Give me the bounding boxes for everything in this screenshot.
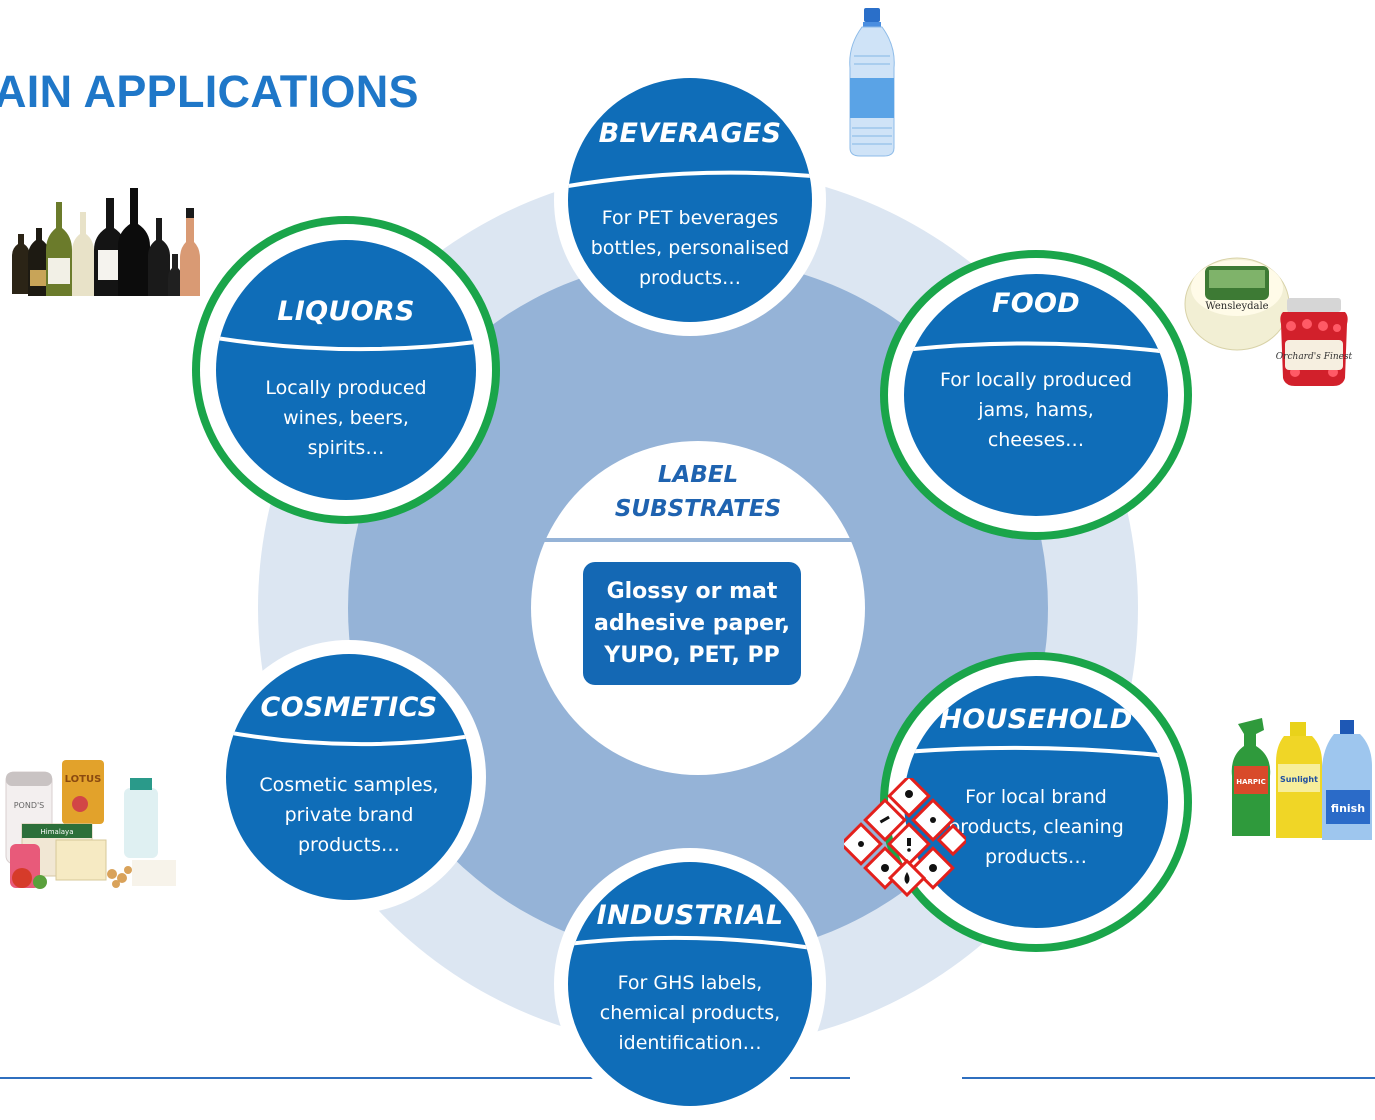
node-liquors: LIQUORS Locally produced wines, beers, spi…: [192, 216, 500, 524]
description-line: jams, hams,: [978, 399, 1094, 421]
node-description: Cosmetic samples, private brand products…: [226, 770, 472, 860]
node-title: INDUSTRIAL: [596, 900, 784, 931]
household-label-sunlight: Sunlight: [1280, 775, 1318, 784]
description-line: products…: [639, 267, 741, 289]
description-line: For PET beverages: [601, 207, 779, 229]
center-title-line: SUBSTRATES: [614, 496, 782, 522]
node-description: For local brand products, cleaning product…: [904, 782, 1168, 872]
node-description: For PET beverages bottles, personalised pr…: [568, 203, 812, 293]
node-disc: FOOD For locally produced jams, hams, chee…: [904, 274, 1168, 516]
divider-right: [962, 1077, 1375, 1079]
wine-bottles-image: [12, 188, 200, 296]
description-line: wines, beers,: [283, 407, 409, 429]
node-title: HOUSEHOLD: [939, 704, 1133, 735]
food-label-orchards-finest: Orchard's Finest: [1276, 352, 1353, 362]
node-beverages: BEVERAGES For PET beverages bottles, pers…: [554, 64, 826, 336]
node-household: HOUSEHOLD For local brand products, clean…: [880, 652, 1192, 952]
description-line: spirits…: [307, 437, 385, 459]
cleaning-products-image: HARPIC Sunlight finish: [1231, 718, 1372, 840]
node-description: For GHS labels, chemical products, identif…: [568, 968, 812, 1058]
substrate-line: Glossy or mat: [606, 578, 778, 604]
node-disc: LIQUORS Locally produced wines, beers, spi…: [216, 240, 476, 500]
cheese-and-jam-image: Wensleydale Orchard's Finest: [1184, 257, 1353, 386]
node-description: For locally produced jams, hams, cheeses…: [904, 365, 1168, 455]
water-bottle-image: [849, 8, 895, 157]
description-line: bottles, personalised: [590, 237, 790, 259]
node-title: LIQUORS: [277, 296, 415, 327]
description-line: private brand: [284, 804, 414, 826]
food-label-wensleydale: Wensleydale: [1205, 301, 1268, 312]
description-line: Cosmetic samples,: [259, 774, 439, 796]
divider-middle: [790, 1077, 850, 1079]
description-line: identification…: [618, 1032, 762, 1054]
node-description: Locally produced wines, beers, spirits…: [216, 373, 476, 463]
node-disc: HOUSEHOLD For local brand products, clean…: [904, 676, 1168, 928]
cosmetics-label-lotus: LOTUS: [65, 774, 102, 785]
page-title: AIN APPLICATIONS: [0, 66, 419, 117]
household-label-harpic: HARPIC: [1236, 778, 1266, 786]
node-cosmetics: COSMETICS Cosmetic samples, private brand…: [212, 640, 486, 914]
node-title: FOOD: [992, 288, 1080, 319]
node-disc: COSMETICS Cosmetic samples, private brand…: [226, 654, 472, 900]
household-label-finish: finish: [1331, 802, 1365, 815]
node-disc: BEVERAGES For PET beverages bottles, pers…: [568, 78, 812, 322]
description-line: Locally produced: [265, 377, 427, 399]
ghs-hazard-pictograms-image: [844, 778, 966, 898]
node-disc: INDUSTRIAL For GHS labels, chemical produ…: [568, 862, 812, 1106]
divider-left: [0, 1077, 596, 1079]
description-line: For GHS labels,: [617, 972, 763, 994]
node-title: COSMETICS: [260, 692, 438, 723]
description-line: chemical products,: [599, 1002, 781, 1024]
substrate-box: Glossy or mat adhesive paper, YUPO, PET, P…: [583, 562, 801, 685]
center-title: LABEL SUBSTRATES: [600, 458, 796, 526]
center-title-line: LABEL: [657, 462, 739, 488]
description-line: For local brand: [965, 786, 1107, 808]
description-line: products, cleaning: [948, 816, 1124, 838]
cosmetics-label-himalaya: Himalaya: [41, 828, 74, 836]
description-line: cheeses…: [987, 429, 1085, 451]
node-industrial: INDUSTRIAL For GHS labels, chemical produ…: [554, 848, 826, 1120]
cosmetics-products-image: POND'S LOTUS Himalaya: [5, 760, 176, 889]
node-title: BEVERAGES: [598, 118, 782, 149]
description-line: products…: [985, 846, 1087, 868]
substrate-line: YUPO, PET, PP: [604, 642, 780, 668]
cosmetics-label-ponds: POND'S: [14, 801, 45, 810]
center-divider: [520, 538, 886, 542]
description-line: products…: [298, 834, 400, 856]
description-line: For locally produced: [940, 369, 1132, 391]
node-food: FOOD For locally produced jams, hams, chee…: [880, 250, 1192, 540]
substrate-line: adhesive paper,: [594, 610, 790, 636]
